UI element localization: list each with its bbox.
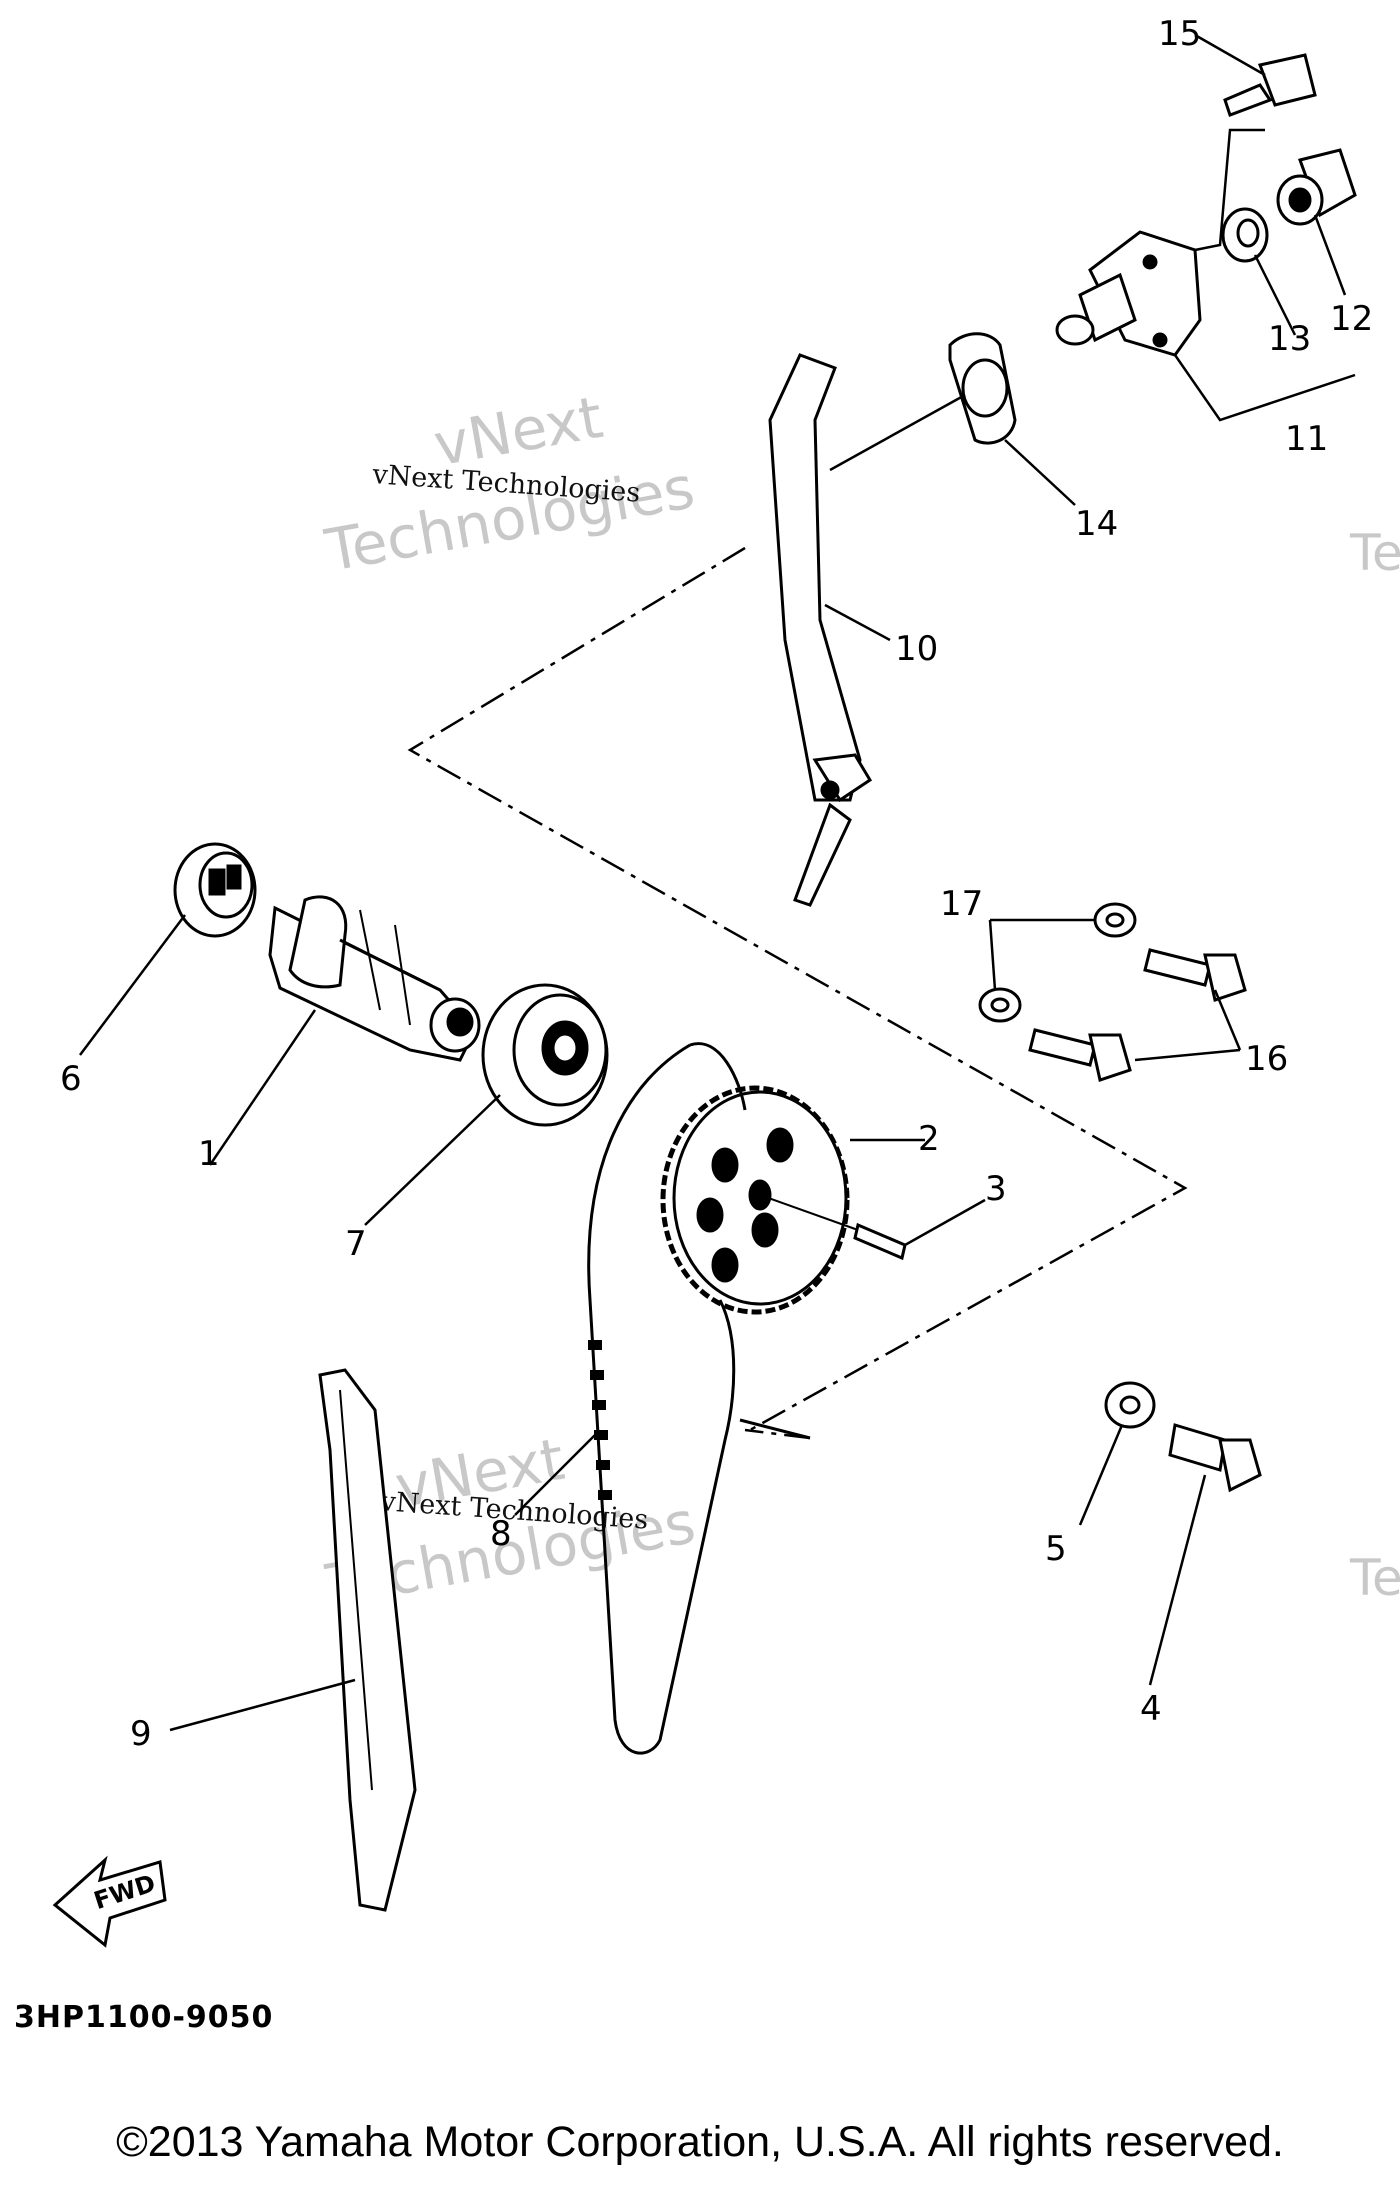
part-label-1: 1 xyxy=(198,1134,220,1174)
bearing-7 xyxy=(481,983,609,1127)
fwd-arrow-icon: FWD xyxy=(52,1855,167,1948)
camshaft-1 xyxy=(268,895,481,1062)
bolt-4 xyxy=(1168,1423,1262,1493)
diagram-reference-code: 3HP1100-9050 xyxy=(14,2000,274,2035)
tensioner-assembly-11 xyxy=(1055,230,1202,357)
bearing-6 xyxy=(173,842,257,938)
part-label-10: 10 xyxy=(895,629,938,669)
part-label-14: 14 xyxy=(1075,504,1118,544)
cam-chain-8 xyxy=(587,1042,811,1755)
bolt-15 xyxy=(1223,53,1317,117)
part-label-9: 9 xyxy=(130,1714,152,1754)
part-label-12: 12 xyxy=(1330,299,1373,339)
part-label-8: 8 xyxy=(490,1514,512,1554)
washer-5 xyxy=(1104,1381,1156,1429)
part-label-15: 15 xyxy=(1158,14,1201,54)
part-label-13: 13 xyxy=(1268,319,1311,359)
leader-lines xyxy=(79,33,1356,1732)
part-label-2: 2 xyxy=(918,1119,940,1159)
watermark-edge-bottom: Tec xyxy=(1349,1549,1400,1607)
part-label-11: 11 xyxy=(1285,419,1328,459)
cap-bolt-12 xyxy=(1276,148,1357,226)
sprocket-2 xyxy=(660,1085,850,1315)
part-label-4: 4 xyxy=(1140,1689,1162,1729)
gasket-14 xyxy=(948,332,1017,445)
chain-guide-9 xyxy=(318,1368,417,1912)
bolts-16 xyxy=(1028,948,1247,1082)
part-label-3: 3 xyxy=(985,1169,1007,1209)
part-label-6: 6 xyxy=(60,1059,82,1099)
washers-17 xyxy=(978,902,1137,1023)
part-label-16: 16 xyxy=(1245,1039,1288,1079)
copyright-notice: ©2013 Yamaha Motor Corporation, U.S.A. A… xyxy=(116,2118,1284,2166)
tensioner-guide-10 xyxy=(768,353,873,907)
watermark-edge-top: Tec xyxy=(1349,524,1400,582)
part-label-7: 7 xyxy=(345,1224,367,1264)
washer-13 xyxy=(1221,207,1269,263)
part-label-5: 5 xyxy=(1045,1529,1067,1569)
part-label-17: 17 xyxy=(940,884,983,924)
pin-3 xyxy=(759,1194,907,1261)
